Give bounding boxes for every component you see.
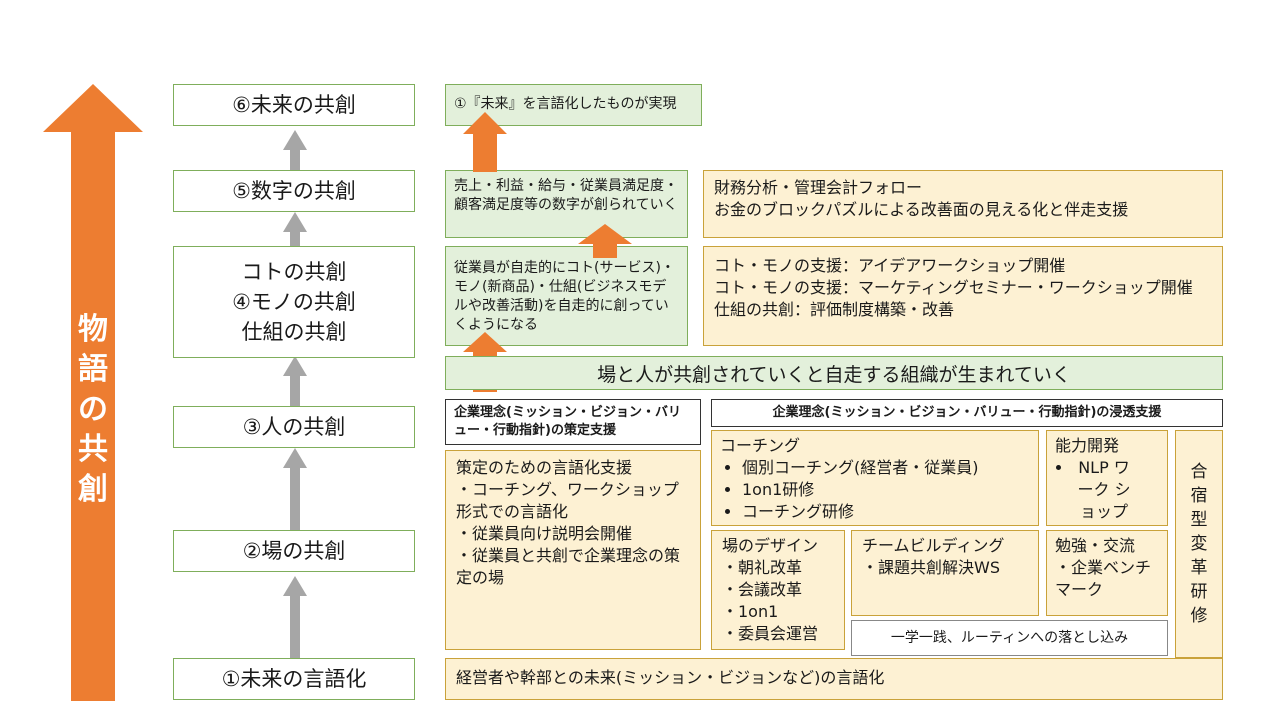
place-design-box: 場のデザイン ・朝礼改革 ・会議改革 ・1on1 ・委員会運営 xyxy=(711,530,845,650)
support-4-koto-mono: コト・モノの支援：アイデアワークショップ開催 コト・モノの支援：マーケティングセ… xyxy=(703,246,1223,346)
story-arrow xyxy=(43,84,143,701)
ability-title: 能力開発 xyxy=(1055,436,1120,455)
outcome-4: 従業員が自走的にコト(サービス)・モノ(新商品)・仕組(ビジネスモデルや改善活動… xyxy=(445,246,688,346)
coaching-box: コーチング 個別コーチング(経営者・従業員) 1on1研修 コーチング研修 xyxy=(711,430,1039,526)
ability-item: NLP ワーク ショップ xyxy=(1073,457,1135,523)
policy-formulation-body: 策定のための言語化支援 ・コーチング、ワークショップ形式での言語化 ・従業員向け… xyxy=(445,450,701,650)
coaching-item: コーチング研修 xyxy=(742,501,1030,523)
place-design-item: ・委員会運営 xyxy=(722,624,819,643)
policy-line-2: ・コーチング、ワークショップ形式での言語化 xyxy=(456,480,679,521)
step-4-line-1: コトの共創 xyxy=(241,260,347,284)
step-3-people-cocreation: ③人の共創 xyxy=(173,406,415,448)
step-2-place-cocreation: ②場の共創 xyxy=(173,530,415,572)
support-5-finance: 財務分析・管理会計フォロー お金のブロックパズルによる改善面の見える化と伴走支援 xyxy=(703,170,1223,238)
policy-line-4: ・従業員と共創で企業理念の策定の場 xyxy=(456,546,681,587)
outcome-5: 売上・利益・給与・従業員満足度・顧客満足度等の数字が創られていく xyxy=(445,170,688,238)
team-building-item: ・課題共創解決WS xyxy=(862,558,1000,577)
place-design-item: ・1on1 xyxy=(722,602,779,621)
outcome-arrows xyxy=(463,112,632,392)
policy-penetration-header: 企業理念(ミッション・ビジョン・バリュー・行動指針)の浸透支援 xyxy=(711,399,1223,427)
step-1-future-verbalization: ①未来の言語化 xyxy=(173,658,415,700)
policy-line-1: 策定のための言語化支援 xyxy=(456,458,633,477)
self-driving-banner: 場と人が共創されていくと自走する組織が生まれていく xyxy=(445,356,1223,390)
team-building-title: チームビルディング xyxy=(862,536,1005,555)
story-arrow-label: 物語の共創 xyxy=(78,312,108,507)
step-connectors xyxy=(283,130,307,664)
place-design-item: ・朝礼改革 xyxy=(722,558,803,577)
step-6-future-cocreation: ⑥未来の共創 xyxy=(173,84,415,126)
camp-training-box: 合宿型変革研修 xyxy=(1175,430,1223,658)
place-design-item: ・会議改革 xyxy=(722,580,803,599)
study-item: ・企業ベンチマーク xyxy=(1055,558,1152,599)
support-4-line-1: コト・モノの支援：アイデアワークショップ開催 xyxy=(714,256,1066,275)
step-4-koto-mono-system: コトの共創 ④モノの共創 仕組の共創 xyxy=(173,246,415,358)
support-4-line-3: 仕組の共創：評価制度構築・改善 xyxy=(714,300,955,319)
support-5-line-1: 財務分析・管理会計フォロー xyxy=(714,178,923,197)
study-title: 勉強・交流 xyxy=(1055,536,1136,555)
step-4-line-3: 仕組の共創 xyxy=(241,320,347,344)
policy-formulation-header: 企業理念(ミッション・ビジョン・バリュー・行動指針)の策定支援 xyxy=(445,399,701,445)
step-4-line-2: ④モノの共創 xyxy=(232,290,356,314)
support-4-line-2: コト・モノの支援：マーケティングセミナー・ワークショップ開催 xyxy=(714,278,1193,297)
policy-line-3: ・従業員向け説明会開催 xyxy=(456,524,633,543)
team-building-box: チームビルディング ・課題共創解決WS xyxy=(851,530,1039,616)
place-design-title: 場のデザイン xyxy=(722,536,819,555)
coaching-item: 1on1研修 xyxy=(742,479,1030,501)
coaching-title: コーチング xyxy=(720,436,801,455)
future-verbalization-box: 経営者や幹部との未来(ミッション・ビジョンなど)の言語化 xyxy=(445,658,1223,700)
step-5-numbers-cocreation: ⑤数字の共創 xyxy=(173,170,415,212)
coaching-item: 個別コーチング(経営者・従業員) xyxy=(742,457,1030,479)
ability-development-box: 能力開発 NLP ワーク ショップ xyxy=(1046,430,1168,526)
camp-training-label: 合宿型変革研修 xyxy=(1190,462,1208,626)
routine-box: 一学一践、ルーティンへの落とし込み xyxy=(851,620,1168,656)
study-exchange-box: 勉強・交流 ・企業ベンチマーク xyxy=(1046,530,1168,616)
support-5-line-2: お金のブロックパズルによる改善面の見える化と伴走支援 xyxy=(714,200,1129,219)
